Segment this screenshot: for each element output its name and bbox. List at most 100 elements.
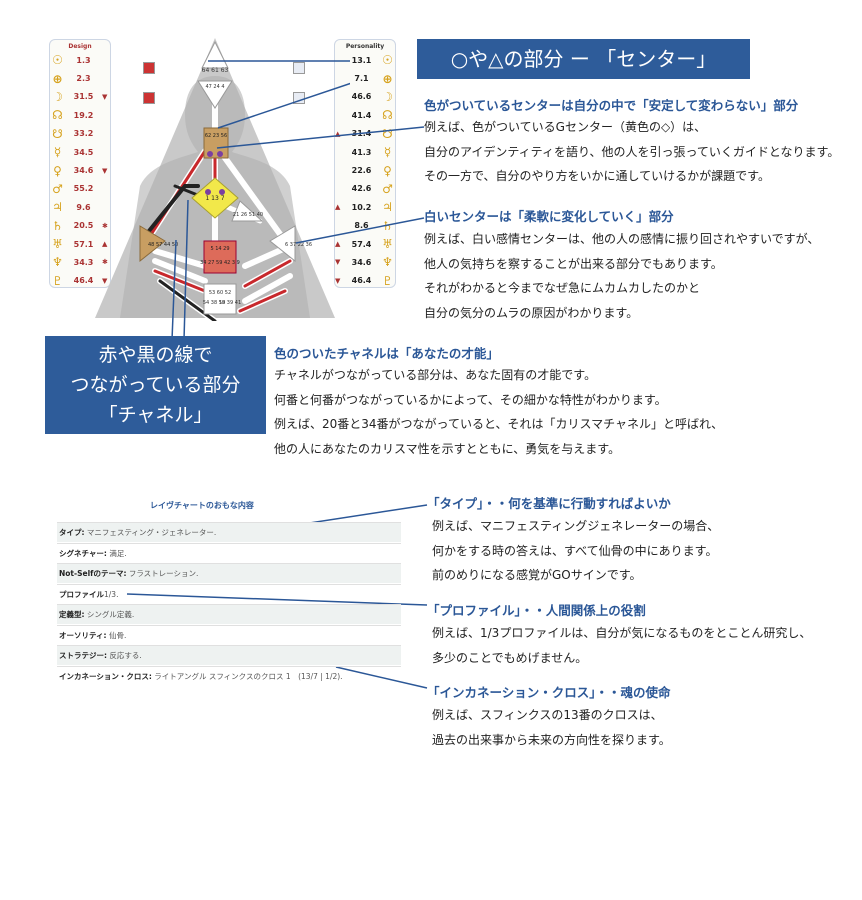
mercury-icon: ☿ [383,145,392,160]
root-center [203,283,237,315]
personality-gate-value: 46.4 [351,276,372,286]
design-row: ☽31.5▼ [50,88,110,106]
neptune-icon: ♆ [382,255,393,270]
personality-mark: ▲ [335,203,341,212]
jupiter-icon: ♃ [382,200,393,215]
white-center-text: 例えば、白い感情センターは、他の人の感情に振り回されやすいですが、 他人の気持ち… [424,227,819,325]
design-toggle-icon-top[interactable] [143,62,155,74]
personality-mark: ▼ [335,276,341,285]
sun-icon: ☉ [382,53,393,68]
design-mark: ▲ [102,240,108,249]
personality-row: 22.6♀ [335,161,395,179]
personality-panel: Personality 13.1☉7.1⊕46.6☽41.4☊▲31.4☋41.… [334,39,396,288]
profile-line-1: 例えば、1/3プロファイルは、自分が気になるものをとことん研究し、 [432,626,812,640]
rave-row-label: ストラテジー: [59,651,107,660]
design-gate-value: 19.2 [73,110,94,120]
design-row: ♅57.1▲ [50,235,110,253]
mars-icon: ♂ [382,181,393,196]
personality-gate-value: 22.6 [351,166,372,176]
rave-row-value: 1/3. [104,589,119,599]
g-center [191,177,239,219]
head-gates: 64 61 63 [202,67,229,74]
channel-line-2: 何番と何番がつながっているかによって、その細かな特性がわかります。 [274,392,667,407]
channel-line-4: 他の人にあなたのカリスマ性を示すとともに、勇気を与えます。 [274,441,621,456]
spleen-gates: 48 57 44 50 [148,242,178,248]
rave-row-label: オーソリティ: [59,630,107,640]
spleen-center [139,225,166,263]
solar-plexus-center [269,225,296,263]
design-row: ☋33.2 [50,125,110,143]
personality-row: 7.1⊕ [335,69,395,87]
channel-heading: 色のついたチャネルは「あなたの才能」 [274,346,499,361]
channel-line-3: 例えば、20番と34番がつながっていると、それは「カリスマチャネル」と呼ばれ、 [274,417,724,431]
south-node-icon: ☋ [382,126,393,141]
ajna-center [197,80,233,109]
south-node-icon: ☋ [52,126,63,141]
white-center-heading: 白いセンターは「柔軟に変化していく」部分 [424,209,674,224]
rave-row-label: タイプ: [59,528,85,537]
channel-text: チャネルがつながっている部分は、あなた固有の才能です。 何番と何番がつながってい… [274,363,723,461]
design-row: ♂ 55.2 [50,180,110,198]
sacral-center [203,240,237,274]
throat-gates: 62 23 56 [205,133,227,139]
rave-row-value: ライトアングル スフィンクスのクロス 1 (13/7 | 1/2). [151,671,343,681]
mercury-icon: ☿ [53,145,62,160]
design-gate-value: 9.6 [76,202,91,212]
personality-row: ▲ 57.4 ♅ [335,235,395,253]
personality-gate-value: 8.6 [354,221,369,231]
white-center-line-4: 自分の気分のムラの原因がわかります。 [424,305,639,320]
type-line-1: 例えば、マニフェスティングジェネレーターの場合、 [432,519,720,533]
personality-gate-value: 41.4 [351,110,372,120]
personality-gate-value: 42.6 [351,184,372,194]
bodygraph: 64 61 63 47 24 4 62 23 56 1 13 7 21 26 5… [95,38,350,321]
venus-icon: ♀ [53,163,62,178]
personality-gate-value: 7.1 [354,74,369,84]
channel-callout-line-2: つながっている部分 [70,374,241,396]
rave-table-row: プロファイル1/3. [57,583,401,604]
moon-icon: ☽ [52,89,63,104]
type-text: 例えば、マニフェスティングジェネレーターの場合、 何かをする時の答えは、すべて仙… [432,514,719,588]
channel-line-1: チャネルがつながっている部分は、あなた固有の才能です。 [274,368,597,382]
rave-row-label: Not-Selfのテーマ: [59,569,127,578]
personality-row: 41.4☊ [335,106,395,124]
design-mark: ✱ [102,221,108,230]
white-center-line-1: 例えば、白い感情センターは、他の人の感情に振り回されやすいですが、 [424,232,820,246]
design-toggle-icon-bottom[interactable] [143,92,155,104]
colored-center-line-3: その一方で、自分のやり方をいかに通していけるかが課題です。 [424,169,770,183]
design-gate-value: 57.1 [73,239,94,249]
center-callout-text: ○や△の部分 ー 「センター」 [450,47,717,71]
channel-callout-line-3: 「チャネル」 [98,404,213,426]
rave-row-label: 定義型: [59,610,85,619]
pluto-icon: ♇ [382,273,393,288]
personality-row: 46.6☽ [335,88,395,106]
personality-gate-value: 57.4 [351,239,372,249]
white-center-line-2: 他人の気持ちを察することが出来る部分でもあります。 [424,256,723,271]
personality-panel-title: Personality [345,43,385,50]
colored-center-heading: 色がついているセンターは自分の中で「安定して変わらない」部分 [424,98,799,113]
personality-mark: ▲ [335,240,341,249]
design-row: ♇46.4▼ [50,272,110,290]
design-gate-value: 34.5 [73,147,94,157]
design-row: ☉1.3 [50,51,110,69]
design-gate-value: 46.4 [73,276,94,286]
root-right-gates: 19 39 41 [219,300,241,306]
personality-row: 13.1 ☉ [335,51,395,69]
design-gate-value: 34.3 [73,257,94,267]
rave-row-value: マニフェスティング・ジェネレーター. [84,528,217,537]
ajna-gates: 47 24 4 [205,84,224,90]
type-line-3: 前のめりになる感覚がGOサインです。 [432,568,642,582]
rave-table-row: オーソリティ: 仙骨. [57,624,401,645]
design-gate-value: 55.2 [73,184,94,194]
uranus-icon: ♅ [382,237,393,252]
center-callout-box: ○や△の部分 ー 「センター」 [417,39,750,79]
rave-row-value: シングル定義. [84,610,135,619]
rave-table-row: タイプ: マニフェスティング・ジェネレーター. [57,522,401,542]
design-mark: ✱ [102,258,108,267]
personality-toggle-icon-top[interactable] [293,62,305,74]
pluto-icon: ♇ [52,273,63,288]
mars-icon: ♂ [52,181,63,196]
profile-text: 例えば、1/3プロファイルは、自分が気になるものをとことん研究し、 多少のことで… [432,621,811,670]
personality-gate-value: 13.1 [351,55,372,65]
design-row: ♆34.3✱ [50,253,110,271]
colored-center-line-1: 例えば、色がついているGセンター（黄色の◇）は、 [424,120,707,134]
